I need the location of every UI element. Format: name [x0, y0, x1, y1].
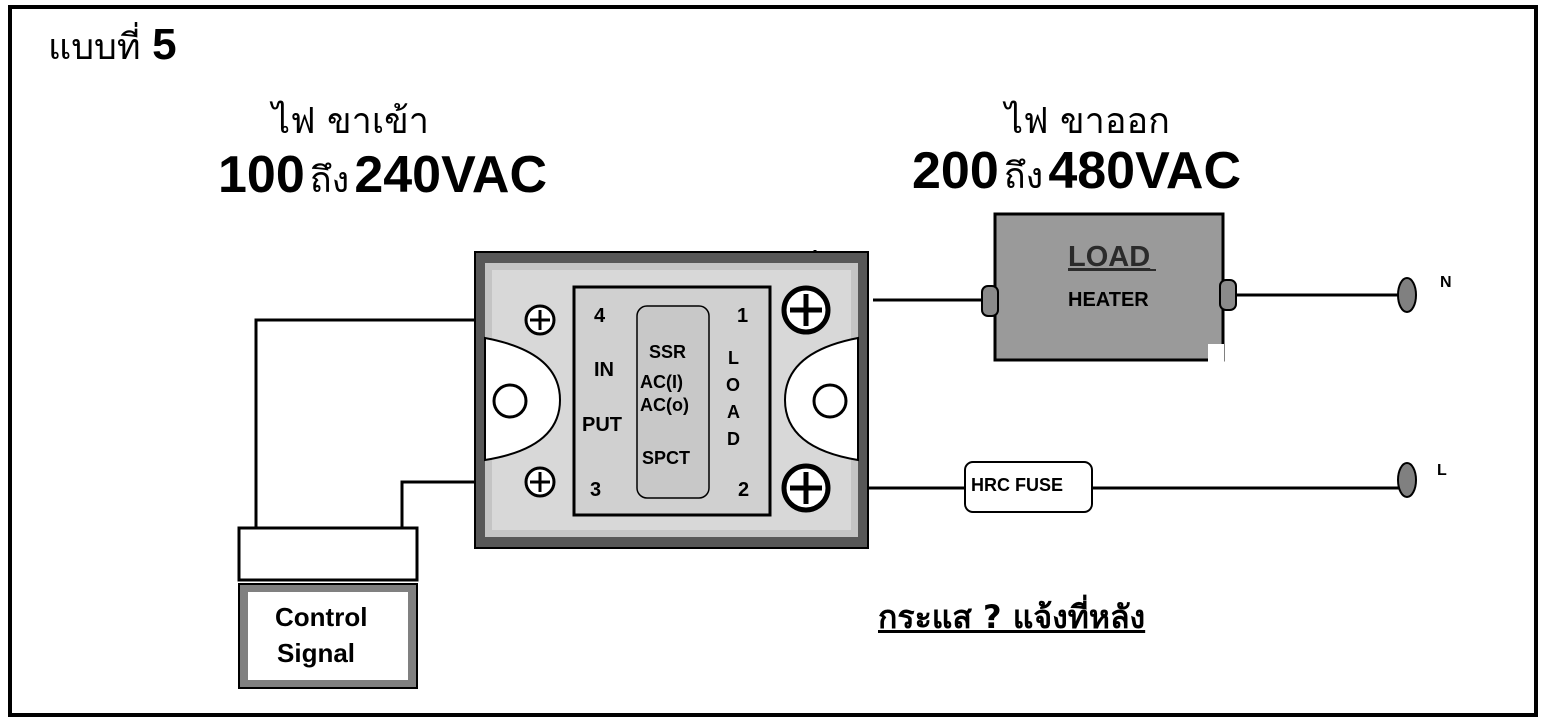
terminal-2-label: 2	[738, 479, 749, 501]
title-number: 5	[152, 20, 177, 69]
current-note: กระแส ? แจ้งที่หลัง	[878, 598, 1146, 636]
load-title: LOAD	[1068, 241, 1150, 273]
load-corner-mark	[1208, 344, 1224, 362]
fuse-body	[964, 461, 1093, 513]
diagram-title: แบบที่ 5	[48, 18, 177, 75]
control-line-2: Signal	[277, 638, 355, 668]
input-voltage-range: 100 ถึง 240VAC	[218, 145, 547, 208]
load-right-terminal	[1219, 279, 1237, 311]
diagram-frame	[8, 5, 1538, 717]
load-letter-o: O	[726, 375, 740, 395]
input-in-label: IN	[594, 359, 614, 381]
screw-terminal-1-icon	[781, 285, 831, 335]
spec-line-4: SPCT	[642, 448, 690, 468]
spec-line-1: SSR	[649, 342, 686, 362]
input-range-word: ถึง	[309, 160, 350, 201]
load-letter-a: A	[727, 402, 740, 422]
title-prefix: แบบที่	[48, 27, 141, 68]
supply-terminals: N L	[1397, 274, 1452, 498]
terminal-1-label: 1	[737, 305, 748, 327]
output-range-high: 480VAC	[1048, 142, 1242, 200]
control-line-1: Control	[275, 602, 367, 632]
terminal-screws	[524, 285, 831, 513]
spec-line-2: AC(I)	[640, 372, 683, 392]
screw-terminal-4-icon	[524, 304, 556, 336]
terminal-4-label: 4	[594, 305, 606, 327]
screw-terminal-2-icon	[781, 463, 831, 513]
control-box-inner	[248, 592, 408, 680]
load-heater-box	[993, 212, 1225, 362]
output-voltage-range: 200 ถึง 480VAC	[912, 141, 1241, 204]
load-heater: LOAD HEATER	[981, 212, 1237, 362]
output-range-word: ถึง	[1003, 156, 1044, 197]
control-connector	[237, 526, 419, 582]
input-range-high: 240VAC	[354, 146, 548, 204]
hrc-fuse: HRC FUSE	[964, 461, 1093, 513]
output-range-low: 200	[912, 142, 999, 200]
load-left-terminal	[981, 285, 999, 317]
input-put-label: PUT	[582, 414, 622, 436]
output-side-label: ไฟ ขาออก	[1005, 101, 1170, 142]
line-label: L	[1437, 462, 1447, 479]
line-terminal-icon	[1397, 462, 1417, 498]
spec-line-3: AC(o)	[640, 395, 689, 415]
terminal-3-label: 3	[590, 479, 601, 501]
neutral-terminal-icon	[1397, 277, 1417, 313]
relay-spec-panel	[636, 305, 710, 499]
right-mounting-hole	[812, 383, 848, 419]
control-wire-positive	[254, 318, 540, 528]
input-range-low: 100	[218, 146, 305, 204]
load-letter-d: D	[727, 429, 740, 449]
input-side-label: ไฟ ขาเข้า	[272, 101, 429, 142]
neutral-label: N	[1440, 274, 1452, 291]
load-subtitle: HEATER	[1068, 289, 1149, 311]
load-letter-l: L	[728, 348, 739, 368]
fuse-label: HRC FUSE	[971, 475, 1063, 495]
screw-terminal-3-icon	[524, 466, 556, 498]
left-mounting-hole	[492, 383, 528, 419]
control-signal-source: Control Signal	[237, 526, 419, 689]
